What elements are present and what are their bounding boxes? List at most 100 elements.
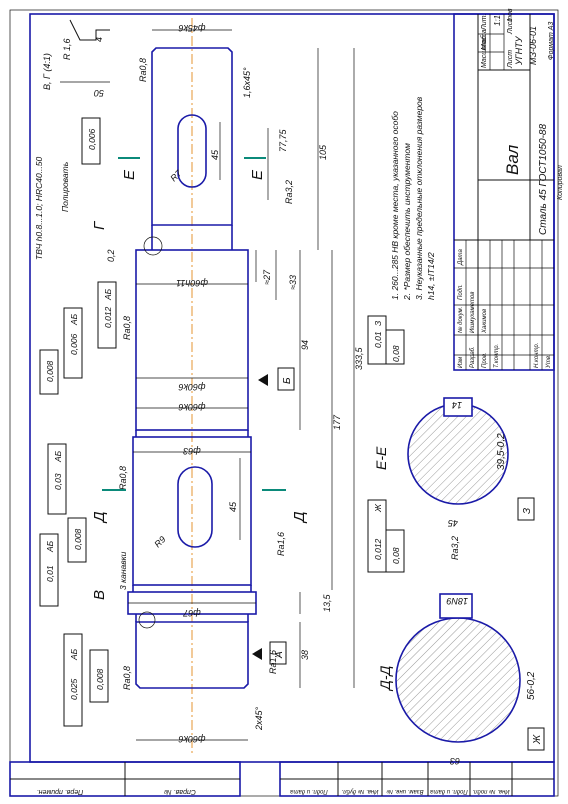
note-polish: Полировать [60, 162, 70, 212]
side-label-7: Инв. № подл. [472, 788, 509, 795]
tol-e1-base: З [373, 320, 383, 326]
side-label-6: Подп. и дата [430, 788, 468, 794]
drawing-code: МЗ-06-01 [528, 26, 538, 65]
sec-e-45: 45 [447, 518, 458, 528]
tb-sheets-count: 1 [507, 18, 514, 22]
base-a: А [274, 651, 285, 659]
dim-45-bottom: 45 [228, 501, 238, 512]
tol-d1-base: Ж [373, 503, 383, 513]
tol-2: 0,012 [103, 306, 113, 328]
note-3b: h14, ±IT14/2 [426, 252, 436, 300]
note-3: 3. Неуказанные предельные отклонения раз… [414, 96, 424, 300]
dim-r9: R9 [152, 534, 167, 549]
note-grooves: 3 канавки [118, 551, 128, 590]
tol-8-base: АБ [69, 648, 79, 661]
dim-94: 94 [300, 340, 310, 350]
dim-d60k6b: ф60k6 [178, 402, 205, 412]
dim-r16: R 1,6 [62, 38, 72, 60]
dim-r7: R7 [168, 168, 184, 184]
base-g: Г [91, 220, 108, 230]
ra16-mid: Ra1,6 [276, 532, 286, 556]
base-zh: Ж [532, 734, 543, 745]
tol-9: 0,008 [95, 668, 105, 690]
dim-45-top: 45 [210, 149, 220, 160]
tol-5-base: АБ [53, 450, 63, 463]
side-strip: Перв. примен. Справ. № Подп. и дата Инв.… [9, 761, 555, 797]
view-dd-label: Д-Д [377, 665, 393, 692]
dim-135: 13,5 [322, 593, 332, 612]
tol-5: 0,03 [53, 473, 63, 490]
tol-3-base: АБ [69, 313, 79, 326]
dim-50: 50 [94, 88, 104, 98]
keyway-bottom [177, 466, 213, 548]
ra08-low: Ra0,8 [118, 466, 128, 490]
dim-total: 333,5 [354, 346, 364, 370]
base-b: Б [282, 377, 293, 384]
side-label-5: Взам. инв. № [386, 788, 424, 795]
dim-chamfer1: 1,6x45° [242, 67, 252, 98]
notes: 1. 260...285 НВ кроме места, указанного … [390, 96, 436, 301]
tb-copied: Копировал [557, 165, 564, 200]
tol-2-base: АБ [103, 288, 113, 301]
diameter-labels: ф45k6 ф60h11 ф60k6 ф60k6 ф63 ф67 ф60k6 [128, 23, 256, 744]
tb-scale: Масштаб [480, 34, 488, 68]
tol-3: 0,006 [69, 333, 79, 355]
ra08-mid: Ra0,8 [122, 316, 132, 340]
ra08-top: Ra0,8 [138, 58, 148, 82]
dim-d63: ф63 [183, 446, 201, 456]
sec-d-56: 56-0,2 [526, 671, 537, 700]
dim-27: ≈27 [262, 269, 272, 285]
section-e-left: Е [121, 169, 138, 180]
tb-tkontr: Т.контр. [494, 344, 500, 368]
view-ee-label: Е-Е [373, 446, 389, 470]
tb-utv: Утв. [546, 354, 552, 369]
base-v: В [91, 590, 108, 600]
detail-view: В, Г (4:1) R 1,6 4 50 [42, 19, 110, 98]
tol-8: 0,025 [69, 678, 79, 700]
dim-d67: ф67 [182, 608, 201, 618]
tol-1: 0,006 [87, 128, 97, 150]
tb-podp: Подп. [458, 284, 464, 300]
drawing-material: Сталь 45 ГОСТ1050-88 [538, 124, 549, 235]
section-markers: Е Е Д Д В Г Б А [91, 157, 308, 665]
tol-d1: 0,012 [373, 538, 383, 560]
roughness-marks: Ra0,8 Ra0,8 Ra0,8 Ra0,8 Ra3,2 Ra1,6 Ra1,… [118, 58, 294, 690]
tb-izm: Изм [458, 357, 464, 368]
length-dims: 333,5 105 77,75 94 177 ≈27 ≈33 13,5 38 4… [152, 48, 364, 731]
sec-d-18: 18N9 [446, 596, 468, 606]
tb-format: Формат А3 [548, 22, 555, 60]
hardening-notes: ТВЧ h0.8...1.0; HRC40...50 Полировать 3 … [34, 156, 128, 590]
tb-nkontr: Н.контр. [534, 343, 540, 368]
tol-6: 0,008 [73, 528, 83, 550]
tol-d2: 0,08 [391, 547, 401, 564]
side-label-3: Подп. и дата [290, 788, 328, 794]
tol-4: 0,008 [45, 360, 55, 382]
tb-dev: Ишмухаметов [470, 292, 476, 333]
tb-chk: Хакимов [482, 309, 488, 334]
dim-177: 177 [332, 414, 342, 430]
tb-prov: Пров. [482, 352, 488, 368]
tb-sheet: Лист [507, 50, 514, 69]
view-g-label: В, Г (4:1) [42, 53, 52, 90]
sec-e-14: 14 [452, 400, 462, 410]
tb-sheets: Листов [507, 8, 514, 35]
tolerance-frames: 0,006 0,012 АБ 0,006 АБ 0,008 0,03 АБ 0,… [39, 117, 117, 727]
sec-e-395: 39,5-0,2 [496, 433, 507, 470]
section-d-right: Д [291, 511, 308, 524]
note-1: 1. 260...285 НВ кроме места, указанного … [390, 111, 400, 300]
section-d-left: Д [91, 511, 108, 524]
ra32-dd: Ra3,2 [450, 536, 460, 560]
tol-e2: 0,08 [391, 345, 401, 362]
dim-33: ≈33 [288, 275, 298, 290]
section-ee: 14 39,5-0,2 45 Е-Е З 0,01 З 0,08 [367, 315, 535, 528]
title-block: Вал Сталь 45 ГОСТ1050-88 УГНТУ МЗ-06-01 … [453, 8, 564, 371]
dim-d60h11: ф60h11 [176, 278, 208, 288]
tb-lit: Лит. [481, 14, 488, 31]
side-label-1: Перв. примен. [37, 788, 84, 795]
note-2: 2. *Размер обеспечить инструментом [402, 143, 412, 301]
sec-d-63: 63 [450, 756, 460, 766]
dim-d60k6c: ф60k6 [178, 734, 205, 744]
tb-ndoc: № докум. [457, 307, 464, 333]
